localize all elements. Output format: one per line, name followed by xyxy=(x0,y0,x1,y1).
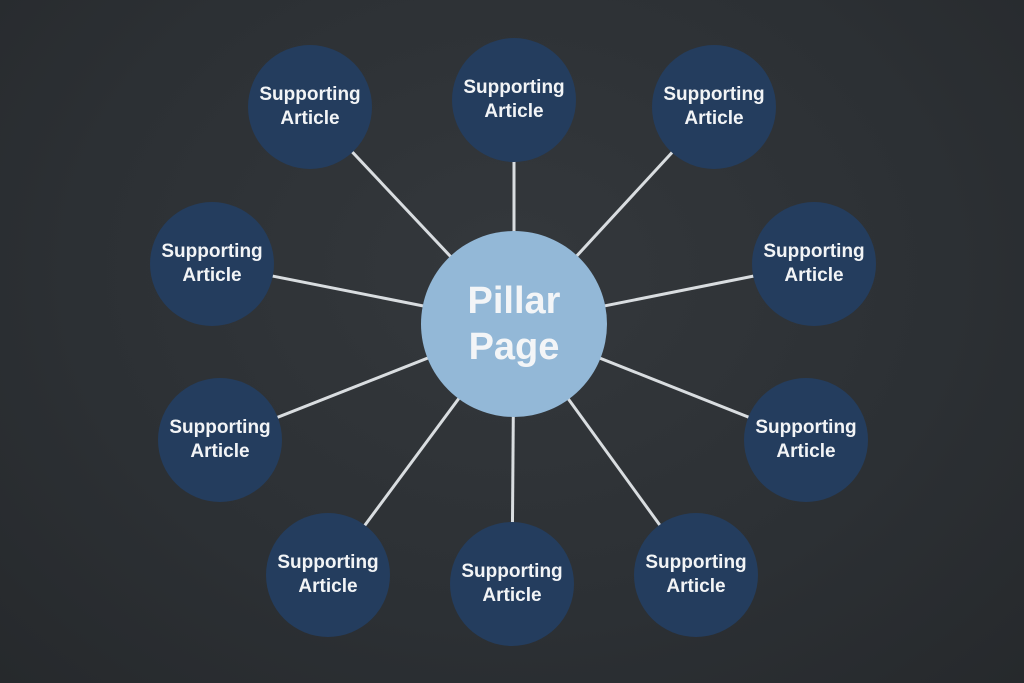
supporting-article-label-line1: Supporting xyxy=(161,241,263,262)
supporting-article-label-line2: Article xyxy=(666,576,726,597)
supporting-article-label-line2: Article xyxy=(684,108,744,129)
supporting-article-label-line1: Supporting xyxy=(645,552,747,573)
supporting-article-label-line2: Article xyxy=(182,265,242,286)
supporting-article-label-line1: Supporting xyxy=(763,241,865,262)
supporting-article-label-line1: Supporting xyxy=(463,77,565,98)
pillar-page-node: Pillar Page xyxy=(421,231,607,417)
supporting-article-label-line2: Article xyxy=(482,585,542,606)
supporting-article-label-line2: Article xyxy=(784,265,844,286)
supporting-article-label-line2: Article xyxy=(298,576,358,597)
supporting-article-label-line1: Supporting xyxy=(663,84,765,105)
pillar-label-line2: Page xyxy=(468,326,560,368)
supporting-article-label-line2: Article xyxy=(280,108,340,129)
supporting-article-label-line2: Article xyxy=(776,441,836,462)
supporting-article-label-line1: Supporting xyxy=(461,561,563,582)
supporting-article-label-line1: Supporting xyxy=(169,417,271,438)
supporting-article-label-line2: Article xyxy=(484,101,544,122)
supporting-article-label-line1: Supporting xyxy=(259,84,361,105)
supporting-article-label-line1: Supporting xyxy=(755,417,857,438)
supporting-article-label-line1: Supporting xyxy=(277,552,379,573)
supporting-article-label-line2: Article xyxy=(190,441,250,462)
pillar-label-line1: Pillar xyxy=(467,280,561,322)
